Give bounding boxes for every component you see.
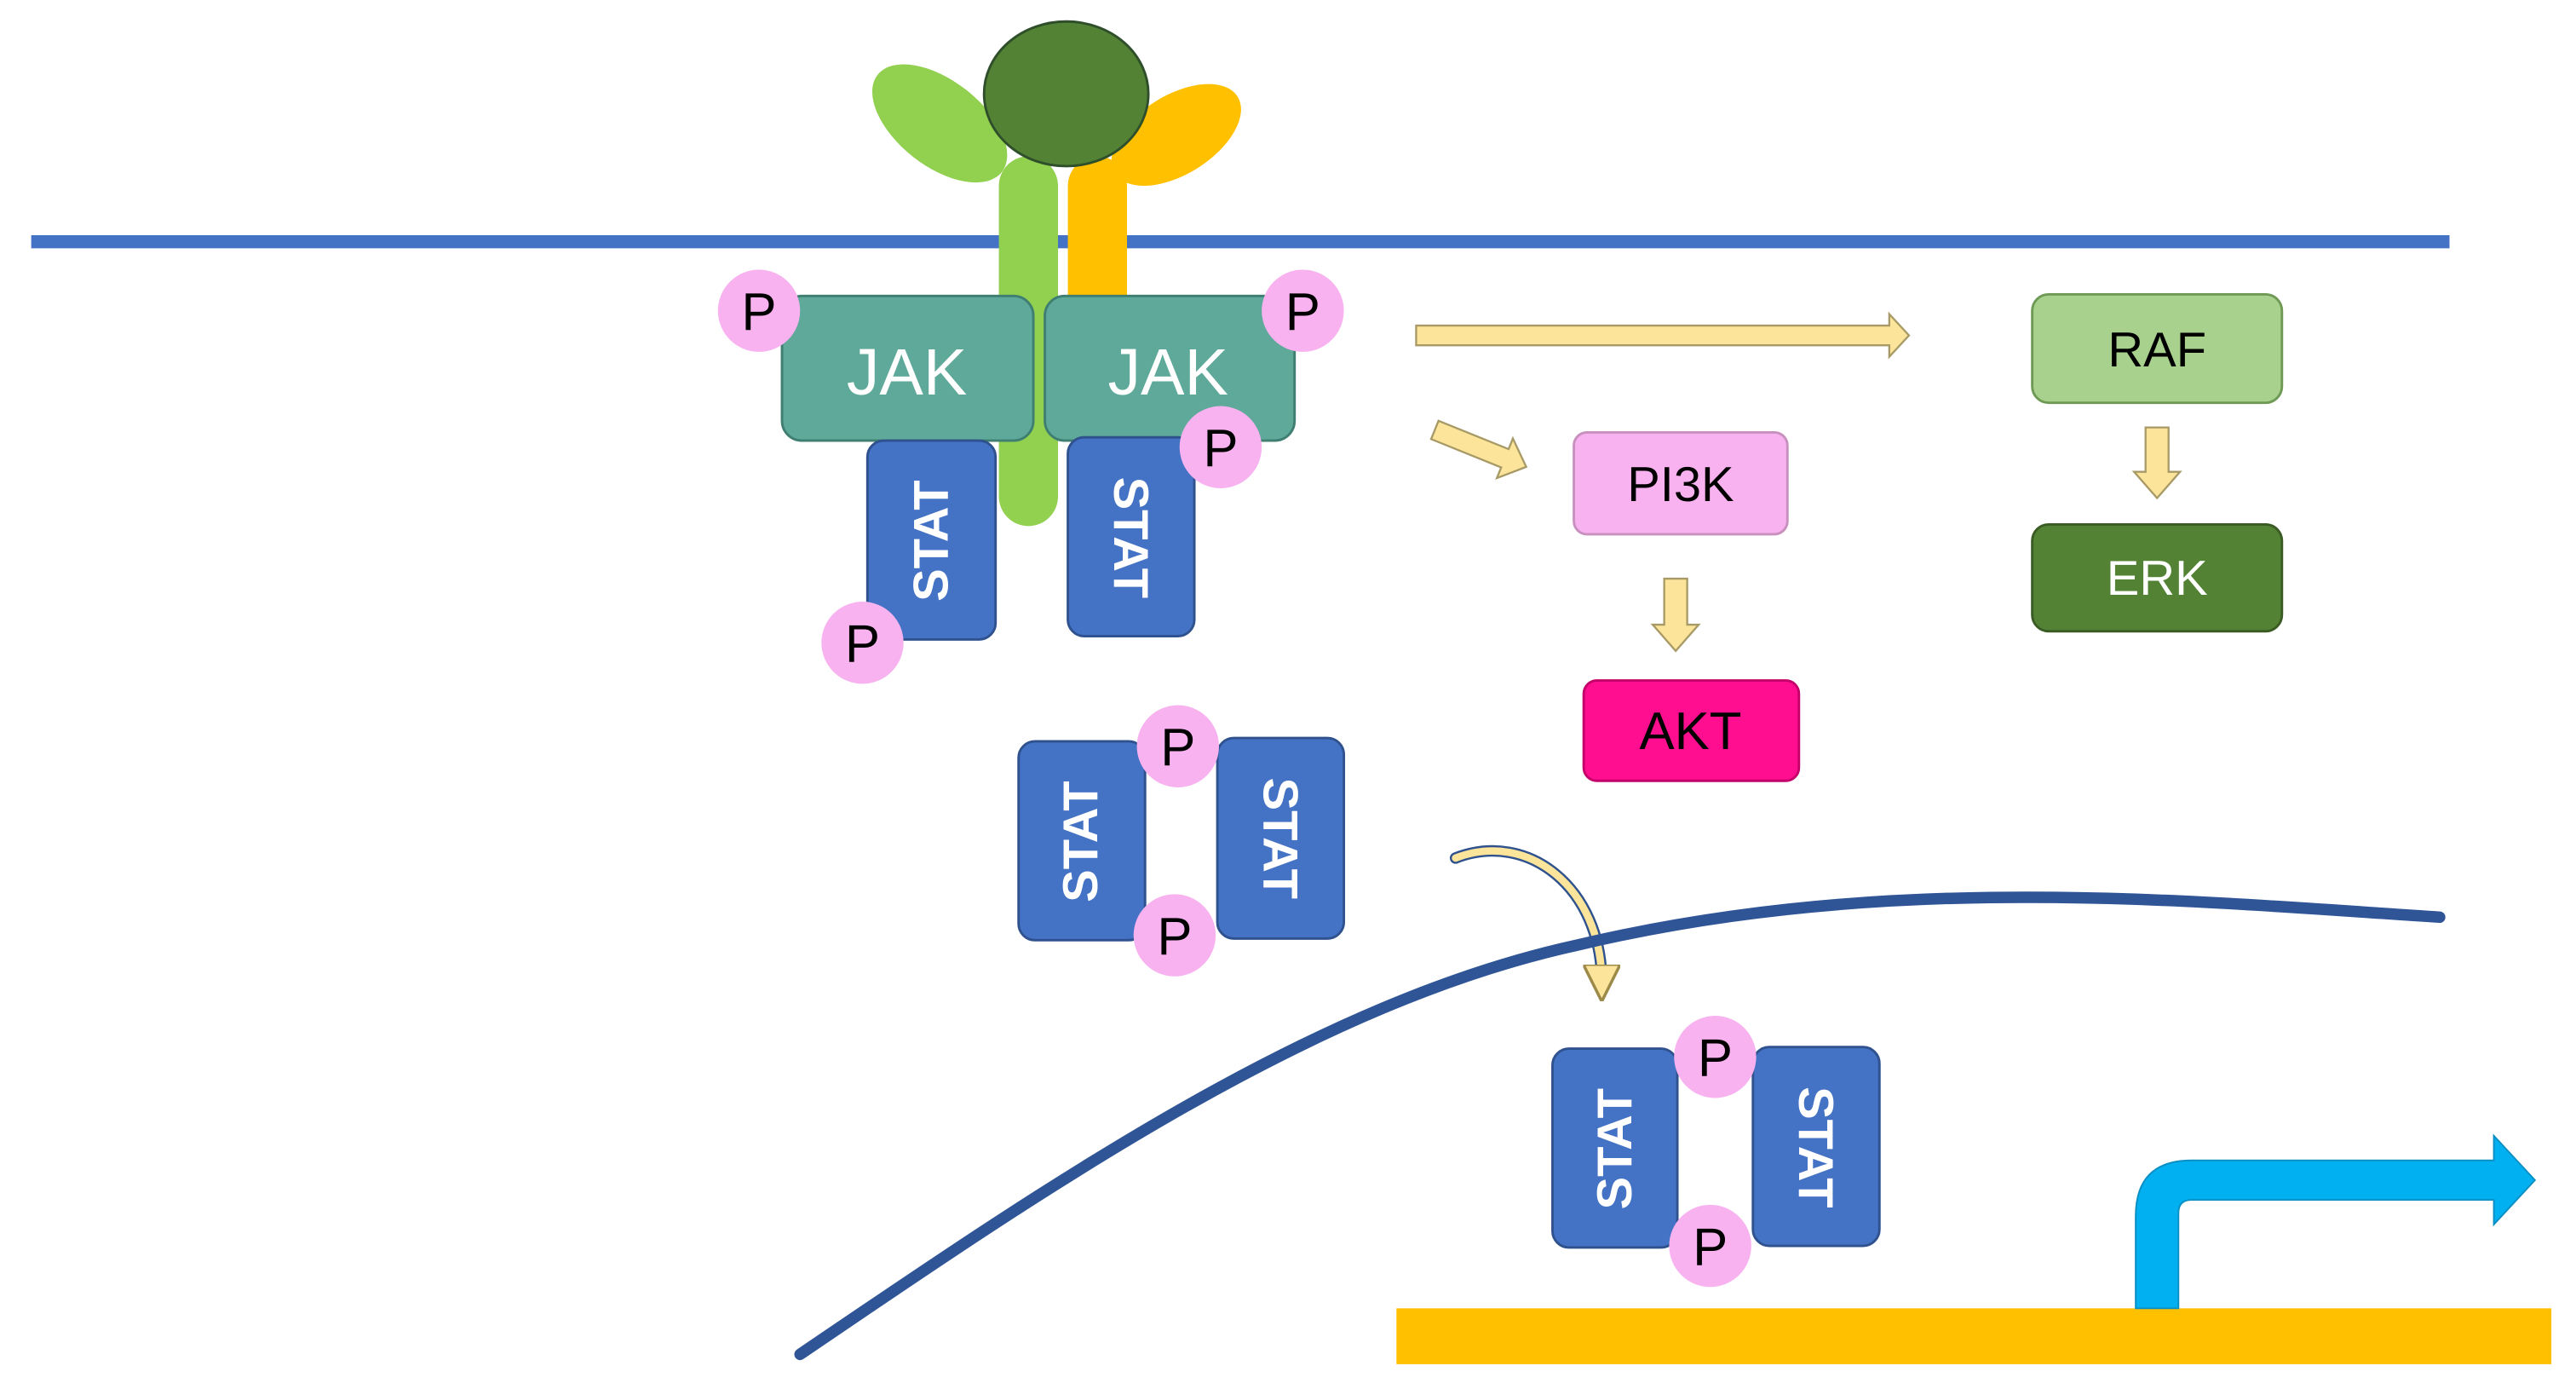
arrow-pi3k-to-akt [1650, 577, 1701, 653]
svg-text:P: P [741, 283, 776, 342]
stat-bound-right: STAT [1067, 435, 1196, 637]
receptor-right-arm [1111, 84, 1241, 187]
stat-label: STAT [1588, 1088, 1642, 1209]
pi3k-box: PI3K [1573, 430, 1789, 536]
svg-text:P: P [1160, 718, 1195, 777]
jak-left-label: JAK [847, 336, 967, 409]
phosphate: P [1136, 705, 1219, 787]
stat-label: STAT [1252, 778, 1307, 899]
stat-label: STAT [905, 480, 959, 601]
svg-text:P: P [1693, 1218, 1728, 1277]
phosphate: P [1674, 1016, 1757, 1098]
raf-label: RAF [2107, 323, 2206, 378]
stat-bound-left: STAT [865, 439, 998, 641]
dna-strand [1396, 1308, 2552, 1364]
receptor-left-arm [871, 64, 1008, 183]
jak-left: JAK [780, 294, 1035, 442]
jak-right: JAK [1044, 294, 1297, 442]
arrow-raf-to-erk [2131, 426, 2182, 500]
phosphate: P [821, 602, 904, 684]
raf-box: RAF [2031, 292, 2284, 405]
phosphate: P [1179, 406, 1262, 488]
stat-left [1551, 1047, 1679, 1249]
stat-label: STAT [1054, 781, 1108, 902]
stat-left [1017, 740, 1147, 942]
stat-right [1216, 736, 1346, 940]
akt-box: AKT [1582, 679, 1801, 782]
erk-label: ERK [2107, 551, 2208, 606]
phosphate: P [717, 269, 801, 352]
stat-label: STAT [1103, 477, 1158, 598]
svg-text:P: P [1157, 908, 1192, 966]
receptor-right-stem [1067, 156, 1127, 337]
nuclear-membrane [794, 891, 2446, 1361]
bent-arrow-icon [2135, 1133, 2537, 1310]
pi3k-label: PI3K [1627, 458, 1734, 512]
akt-label: AKT [1639, 702, 1741, 761]
signal-arrow-to-pi3k [1429, 419, 1528, 481]
phosphate: P [1669, 1204, 1751, 1288]
svg-text:P: P [1285, 283, 1320, 342]
svg-text:P: P [1203, 419, 1238, 478]
phosphate: P [1262, 269, 1344, 352]
stat-dimer-nucleus: STAT STAT P P [1551, 1016, 1881, 1288]
stat-label: STAT [1788, 1086, 1843, 1207]
stat-dimer-cytoplasm: STAT STAT P P [1017, 705, 1346, 977]
svg-text:P: P [1698, 1029, 1733, 1088]
erk-box: ERK [2031, 522, 2284, 633]
ligand-circle-icon [982, 20, 1150, 168]
stat-right [1751, 1046, 1881, 1248]
curved-arrow-to-nucleus [1449, 844, 1608, 989]
phosphate: P [1133, 894, 1216, 977]
jak-right-label: JAK [1107, 336, 1228, 409]
svg-text:P: P [845, 615, 880, 674]
signal-arrow-to-raf [1415, 311, 1911, 360]
